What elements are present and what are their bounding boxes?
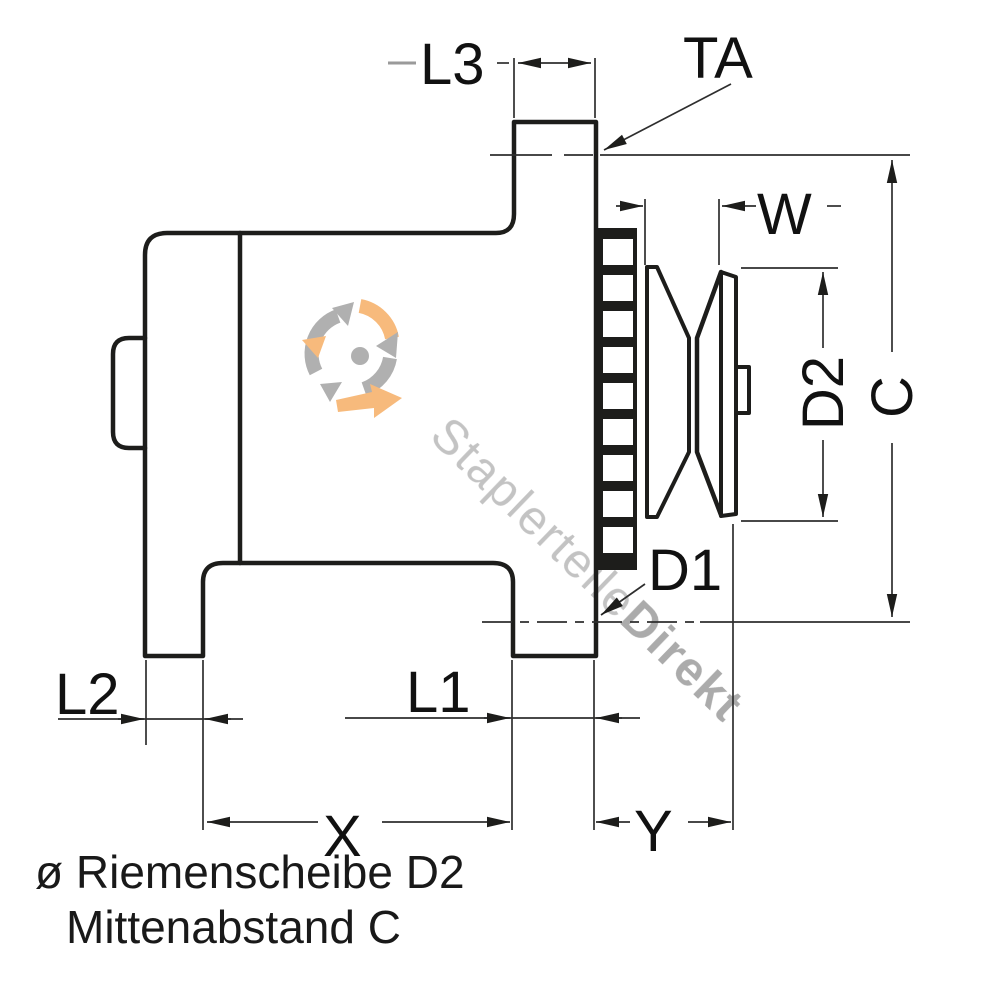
logo-arrow-orange-bottom — [336, 384, 402, 418]
ta-label: TA — [683, 26, 753, 91]
pulley — [645, 265, 751, 519]
logo-arrowhead-orange-right — [376, 332, 398, 358]
dim-x: X — [207, 804, 510, 869]
logo-arc-gray-right — [361, 356, 397, 396]
cooling-fan — [598, 228, 637, 570]
w-label: W — [757, 182, 812, 247]
pulley-groove-right-wall — [694, 269, 724, 518]
dim-l3: L3 — [388, 32, 596, 118]
d1-label: D1 — [648, 538, 722, 603]
pulley-right-flange — [719, 270, 738, 518]
fan-blade — [603, 383, 633, 409]
logo-chevron-gray-bottomleft — [320, 382, 342, 402]
x-label: X — [323, 804, 362, 869]
y-label: Y — [634, 799, 673, 864]
body-outline — [142, 119, 599, 659]
pulley-left-flange — [645, 265, 691, 519]
caption-line-2: Mittenabstand C — [66, 901, 401, 953]
fan-blade — [603, 491, 633, 517]
dim-ta: TA — [603, 26, 753, 151]
l1-label: L1 — [406, 660, 471, 725]
dim-y: Y — [596, 524, 734, 864]
caption: ø Riemenscheibe D2 Mittenabstand C — [35, 846, 465, 953]
fan-blade — [603, 311, 633, 337]
shaft-nut — [734, 365, 751, 415]
watermark-logo — [302, 299, 402, 418]
alternator-outline — [110, 119, 751, 659]
dim-l1: L1 — [345, 660, 640, 830]
caption-line-1: ø Riemenscheibe D2 — [35, 846, 465, 898]
dim-c: C — [860, 160, 925, 617]
reference-lines — [482, 154, 910, 623]
fan-blade — [603, 419, 633, 445]
fan-blade — [603, 275, 633, 301]
dim-d2: D2 — [741, 267, 856, 522]
logo-center-dot — [351, 347, 369, 365]
fan-blade — [603, 455, 633, 481]
ta-leader-line — [603, 83, 732, 151]
dim-d1: D1 — [600, 538, 722, 616]
logo-arc-orange-top — [358, 299, 399, 340]
c-label: C — [860, 376, 925, 418]
fan-blade — [603, 527, 633, 553]
logo-arrowhead-gray-top — [332, 302, 354, 326]
fan-blade — [603, 347, 633, 373]
l3-label: L3 — [420, 32, 485, 97]
d1-leader-line — [600, 583, 646, 616]
d2-label: D2 — [791, 356, 856, 430]
rear-boss — [110, 335, 148, 451]
fan-blade — [603, 239, 633, 265]
dim-l2: L2 — [55, 660, 243, 830]
l2-label: L2 — [55, 662, 120, 727]
dim-w: W — [616, 182, 841, 265]
logo-chevron-orange-left — [302, 336, 326, 358]
